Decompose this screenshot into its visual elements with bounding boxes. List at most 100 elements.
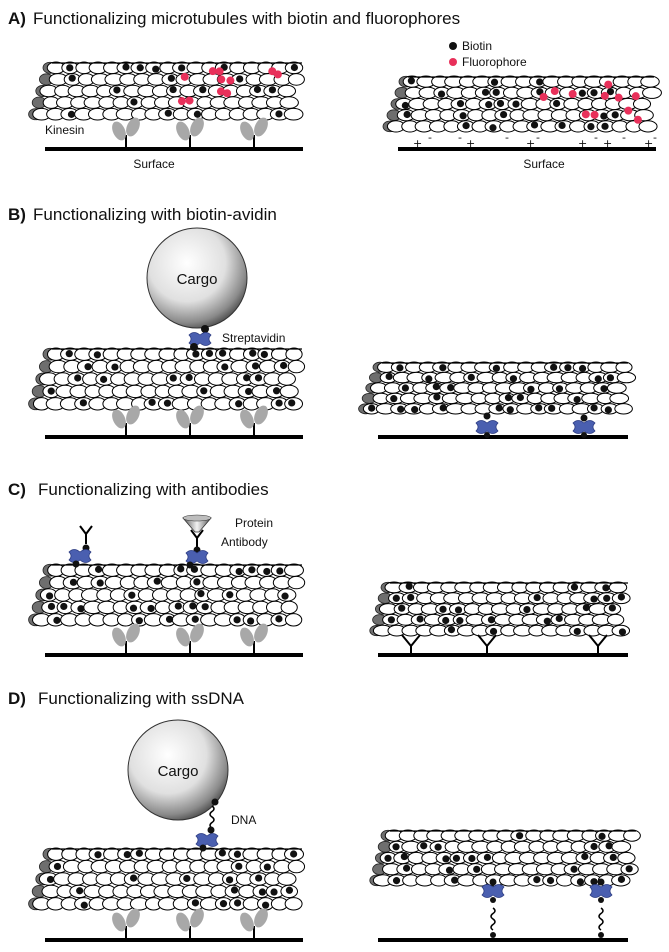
antibody-icon [588,634,608,654]
biotin-dot [192,350,200,358]
fluorophore-dot [624,106,633,115]
biotin-dot [552,99,561,108]
biotin-dot [398,604,406,612]
biotin-dot [218,349,227,357]
biotin-dot [492,88,500,96]
tubulin-subunit [609,392,630,405]
cargo-label-b: Cargo [177,271,218,288]
panel-b-heading: Functionalizing with biotin-avidin [33,205,277,224]
biotin-dot [211,798,219,806]
biotin-dot [233,616,241,624]
biotin-dot [368,404,376,412]
biotin-dot [47,602,56,611]
biotin-dot [555,385,564,393]
fluorophore-dot [177,97,186,106]
biotin-dot [396,364,404,372]
biotin-dot [442,616,450,625]
fluorophore-dot [604,80,613,89]
biotin-dot [543,617,551,625]
streptavidin-icon [195,833,219,847]
biotin-dot [439,404,447,412]
fluorophore-dot [631,92,640,101]
biotin-dot [100,375,108,383]
charge-mark: - [428,131,432,144]
antibody-label: Antibody [221,535,268,549]
biotin-dot [253,85,262,94]
biotin-dot [69,578,78,586]
biotin-dot [218,849,226,857]
biotin-dot [93,351,101,359]
tubulin-subunit [284,613,303,627]
biotin-dot [499,110,508,119]
biotin-dot [233,850,242,858]
kinesin-motor [108,905,144,940]
biotin-dot [53,862,62,871]
biotin-dot [582,603,590,612]
biotin-dot [403,864,411,872]
streptavidin-icon [572,420,596,434]
biotin-dot [492,364,501,372]
biotin-dot [128,591,136,599]
biotin-dot [581,432,587,438]
biotin-dot [191,899,200,907]
biotin-dot [456,617,464,625]
biotin-dot [473,865,481,873]
fluorophore-dot [568,89,577,98]
biotin-dot [263,567,271,576]
tubulin-subunit [623,829,641,842]
biotin-dot [190,565,199,573]
biotin-dot [489,124,497,132]
panel-d-letter: D) [8,689,26,708]
biotin-dot [190,343,198,351]
legend: Biotin Fluorophore [449,39,527,69]
biotin-dot [199,844,207,852]
microtubule [382,75,662,133]
biotin-dot [130,98,138,106]
panel-a-title: A) Functionalizing microtubules with bio… [8,9,460,28]
fluorophore-dot [600,91,609,100]
biotin-dot [434,843,442,851]
charge-mark: + [466,137,475,150]
fluorophore-dot [581,110,590,119]
kinesin-motor [236,905,272,940]
biotin-dot [387,616,395,624]
streptavidin-icon [481,884,505,898]
biotin-dot [275,110,283,118]
charge-mark: - [653,131,657,144]
biotin-dot [602,584,610,592]
biotin-dot [392,594,400,602]
biotin-dot [226,591,234,599]
biotin-dot [129,874,138,882]
biotin-dot [79,399,87,407]
biotin-dot [603,594,611,602]
biotin-dot [536,78,544,86]
panel-b-left: Cargo Streptavidin [45,227,303,439]
biotin-dot [153,577,161,585]
streptavidin-icon [68,549,92,563]
biotin-dot [392,843,400,851]
biotin-dot [601,122,609,130]
charge-mark: + [603,137,612,150]
biotin-dot [262,901,270,909]
dna-label: DNA [231,813,256,827]
kinesin-label: Kinesin [45,123,84,137]
biotin-dot [527,385,535,393]
biotin-dot [247,617,255,625]
biotin-dot [617,875,626,883]
biotin-dot [123,850,131,859]
streptavidin-icon [475,420,499,434]
kinesin-motor [236,620,272,655]
biotin-dot [487,616,496,624]
biotin-dot [437,90,446,98]
panel-c-left: Protein Antibody [45,514,303,657]
tubulin-subunit [287,73,305,86]
fluorophore-dot [268,67,277,76]
charge-mark: - [458,131,462,144]
kinesin-motor [172,905,208,940]
streptavidin-label: Streptavidin [222,331,285,345]
biotin-dot [164,109,172,117]
biotin-dot [254,374,263,382]
tubulin-subunit [279,96,299,109]
charge-mark: + [526,137,535,150]
